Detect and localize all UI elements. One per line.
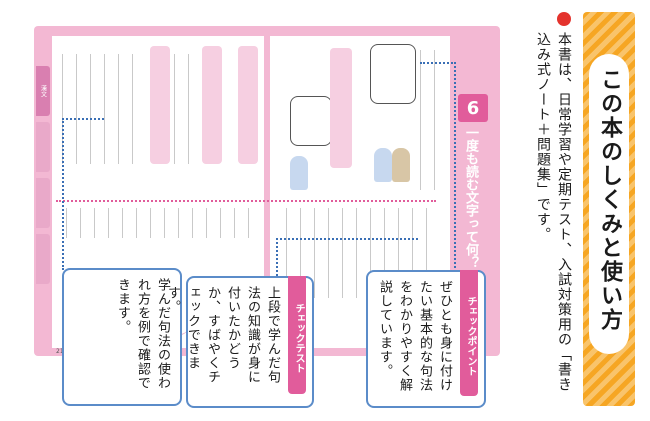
- page-number-left: 21: [56, 348, 64, 355]
- grammar-column: [150, 46, 170, 164]
- description-text: 本書は、日常学習や定期テスト、入試対策用の「書き込み式ノート＋問題集」です。: [535, 32, 572, 392]
- callout-check-point-label: チェックポイント: [460, 270, 478, 396]
- text-lines: [66, 208, 256, 238]
- callout-check-test: チェックテスト 上段で学んだ句法の知識が身に付いたかどうか、すばやくチェックでき…: [165, 276, 314, 408]
- grammar-column: [202, 46, 222, 164]
- bullet-icon: [557, 12, 571, 26]
- leader-line: [420, 62, 456, 284]
- side-tab: [36, 178, 50, 228]
- page-title: この本のしくみと使い方: [593, 68, 625, 332]
- speech-bubble: [290, 96, 332, 146]
- lesson-number: 6: [458, 94, 488, 122]
- title-middle: と: [597, 236, 622, 260]
- student-figure: [374, 148, 392, 182]
- text-lines: [174, 54, 198, 164]
- text-lines: [62, 54, 146, 164]
- grammar-column: [238, 46, 258, 164]
- leader-line: [276, 238, 418, 280]
- callout-check-test-text: 上段で学んだ句法の知識が身に付いたかどうか、すばやくチェックできます。: [165, 286, 280, 384]
- lesson-title: 一度も読む文字って何？: [463, 126, 478, 269]
- callout-examples: 学んだ句法の使われ方を例で確認できます。: [62, 268, 182, 406]
- speech-bubble: [370, 44, 416, 104]
- title-pill: この本のしくみと使い方: [589, 54, 629, 354]
- title-prefix: この本の: [597, 68, 622, 164]
- text-lines: [420, 50, 446, 190]
- grammar-column: [330, 48, 352, 168]
- side-tab: [36, 122, 50, 172]
- title-highlight-shikumi: しくみ: [597, 164, 622, 236]
- callout-examples-text: 学んだ句法の使われ方を例で確認できます。: [115, 278, 170, 390]
- student-figure: [392, 148, 410, 182]
- side-index-tabs: 漢文: [34, 46, 52, 346]
- title-band: この本のしくみと使い方: [583, 12, 635, 406]
- lesson-header: 6 一度も読む文字って何？: [452, 46, 496, 336]
- title-highlight-tsukaikata: 使い方: [597, 260, 622, 332]
- student-figure: [290, 156, 308, 190]
- side-tab: 漢文: [36, 66, 50, 116]
- leader-line: [62, 118, 104, 270]
- section-divider: [56, 200, 436, 202]
- callout-check-test-label: チェックテスト: [288, 276, 306, 394]
- callout-check-point: チェックポイント ぜひとも身に付けたい基本的な句法をわかりやすく解説しています。: [366, 270, 486, 408]
- side-tab: [36, 234, 50, 284]
- callout-check-point-text: ぜひとも身に付けたい基本的な句法をわかりやすく解説しています。: [377, 280, 452, 392]
